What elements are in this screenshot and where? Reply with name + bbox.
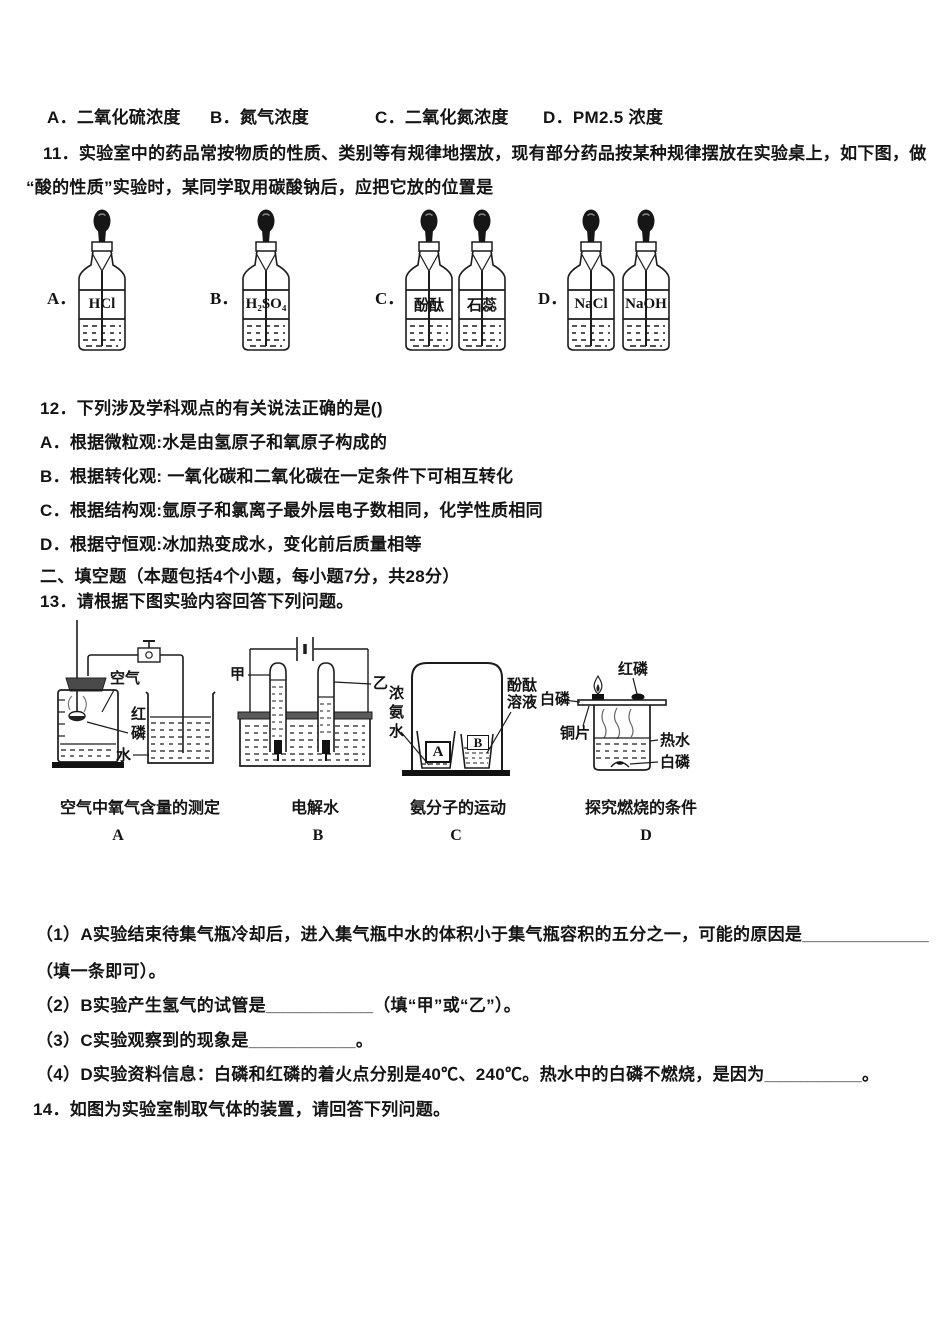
bottle-illustration <box>78 209 126 351</box>
diagram-d-whitep-top-label: 白磷 <box>540 691 571 708</box>
bottle-label: NaCl <box>574 296 608 312</box>
diagram-a-caption: 空气中氧气含量的测定 <box>60 800 221 817</box>
bottle-label: 石蕊 <box>466 298 497 314</box>
diagram-b-tube-left-label: 甲 <box>230 666 246 683</box>
diagram-d-caption: 探究燃烧的条件 <box>584 800 697 817</box>
q10-option-d: D．PM2.5 浓度 <box>543 108 664 127</box>
q14-stem: 14．如图为实验室制取气体的装置，请回答下列问题。 <box>33 1100 451 1119</box>
q13-part1-note: （填一条即可）。 <box>36 962 166 981</box>
bottle-illustration <box>622 209 670 351</box>
q10-option-a: A．二氧化硫浓度 <box>47 108 181 127</box>
q12-option-a: A．根据微粒观:水是由氢原子和氧原子构成的 <box>40 433 388 452</box>
q11-option-key-d: D． <box>538 289 568 308</box>
diagram-b-caption: 电解水 <box>290 800 339 817</box>
reagent-bottle-fentai: 酚酞 <box>403 209 455 355</box>
q11-option-key-b: B． <box>210 289 239 308</box>
bottle-label: HCl <box>88 296 116 312</box>
diagram-b-illustration <box>237 637 373 767</box>
diagram-b-letter: B <box>312 827 324 844</box>
diagram-d-hotwater-label: 热水 <box>660 732 691 749</box>
diagram-c-phenolphthalein-label: 酚酞溶液 <box>507 677 538 711</box>
diagram-a-water-label: 水 <box>116 747 132 764</box>
reagent-bottle-naoh: NaOH <box>620 209 672 355</box>
diagram-a-redp-label: 红磷 <box>131 706 147 742</box>
diagram-c-beaker-a-label: A <box>425 741 451 763</box>
diagram-a-illustration <box>52 620 216 768</box>
q13-part1: （1）A实验结束待集气瓶冷却后，进入集气瓶中水的体积小于集气瓶容积的五分之一，可… <box>36 925 930 944</box>
diagram-c-letter: C <box>450 827 462 844</box>
reagent-bottle-shirui: 石蕊 <box>456 209 508 355</box>
diagram-a-letter: A <box>112 827 124 844</box>
diagram-c-ammonia-label: 浓氨水 <box>389 685 405 740</box>
section2-title: 二、填空题（本题包括4个小题，每小题7分，共28分） <box>40 567 460 586</box>
diagram-c-beaker-b-label: B <box>467 735 489 750</box>
diagram-d-copper-label: 铜片 <box>560 725 591 742</box>
diagram-c-illustration <box>400 662 512 776</box>
bottle-illustration <box>567 209 615 351</box>
diagram-d-letter: D <box>640 827 652 844</box>
bottle-illustration <box>458 209 506 351</box>
q11-option-key-a: A． <box>47 289 77 308</box>
q12-option-c: C．根据结构观:氩原子和氯离子最外层电子数相同，化学性质相同 <box>40 501 543 520</box>
bottle-illustration <box>242 209 290 351</box>
q11-option-key-c: C． <box>375 289 405 308</box>
q13-stem: 13．请根据下图实验内容回答下列问题。 <box>40 592 354 611</box>
bottle-label: NaOH <box>625 296 667 312</box>
q12-option-b: B．根据转化观: 一氧化碳和二氧化碳在一定条件下可相互转化 <box>40 467 514 486</box>
diagram-d-illustration <box>563 674 667 771</box>
q10-option-c: C．二氧化氮浓度 <box>375 108 509 127</box>
q13-part3: （3）C实验观察到的现象是___________。 <box>36 1031 374 1050</box>
bottle-illustration <box>405 209 453 351</box>
diagram-c-caption: 氨分子的运动 <box>409 800 506 817</box>
reagent-bottle-hcl: HCl <box>76 209 128 355</box>
q13-part4: （4）D实验资料信息：白磷和红磷的着火点分别是40℃、240℃。热水中的白磷不燃… <box>36 1065 880 1084</box>
diagram-d-whitep-bottom-label: 白磷 <box>660 754 691 771</box>
q12-option-d: D．根据守恒观:冰加热变成水，变化前后质量相等 <box>40 535 422 554</box>
diagram-a-air-label: 空气 <box>110 670 141 687</box>
q11-stem-line2: “酸的性质”实验时，某同学取用碳酸钠后，应把它放的位置是 <box>26 178 494 197</box>
bottle-label: H₂SO₄ <box>245 296 287 312</box>
q13-part2: （2）B实验产生氢气的试管是___________（填“甲”或“乙”）。 <box>36 996 522 1015</box>
q10-option-b: B．氮气浓度 <box>210 108 310 127</box>
q12-stem: 12．下列涉及学科观点的有关说法正确的是() <box>40 399 383 418</box>
diagram-b-tube-right-label: 乙 <box>373 675 389 692</box>
diagram-d-redp-label: 红磷 <box>618 661 649 678</box>
bottle-label: 酚酞 <box>413 298 444 314</box>
reagent-bottle-nacl: NaCl <box>565 209 617 355</box>
reagent-bottle-h2so4: H₂SO₄ <box>240 209 292 355</box>
q11-stem-line1: 11．实验室中的药品常按物质的性质、类别等有规律地摆放，现有部分药品按某种规律摆… <box>43 144 927 163</box>
